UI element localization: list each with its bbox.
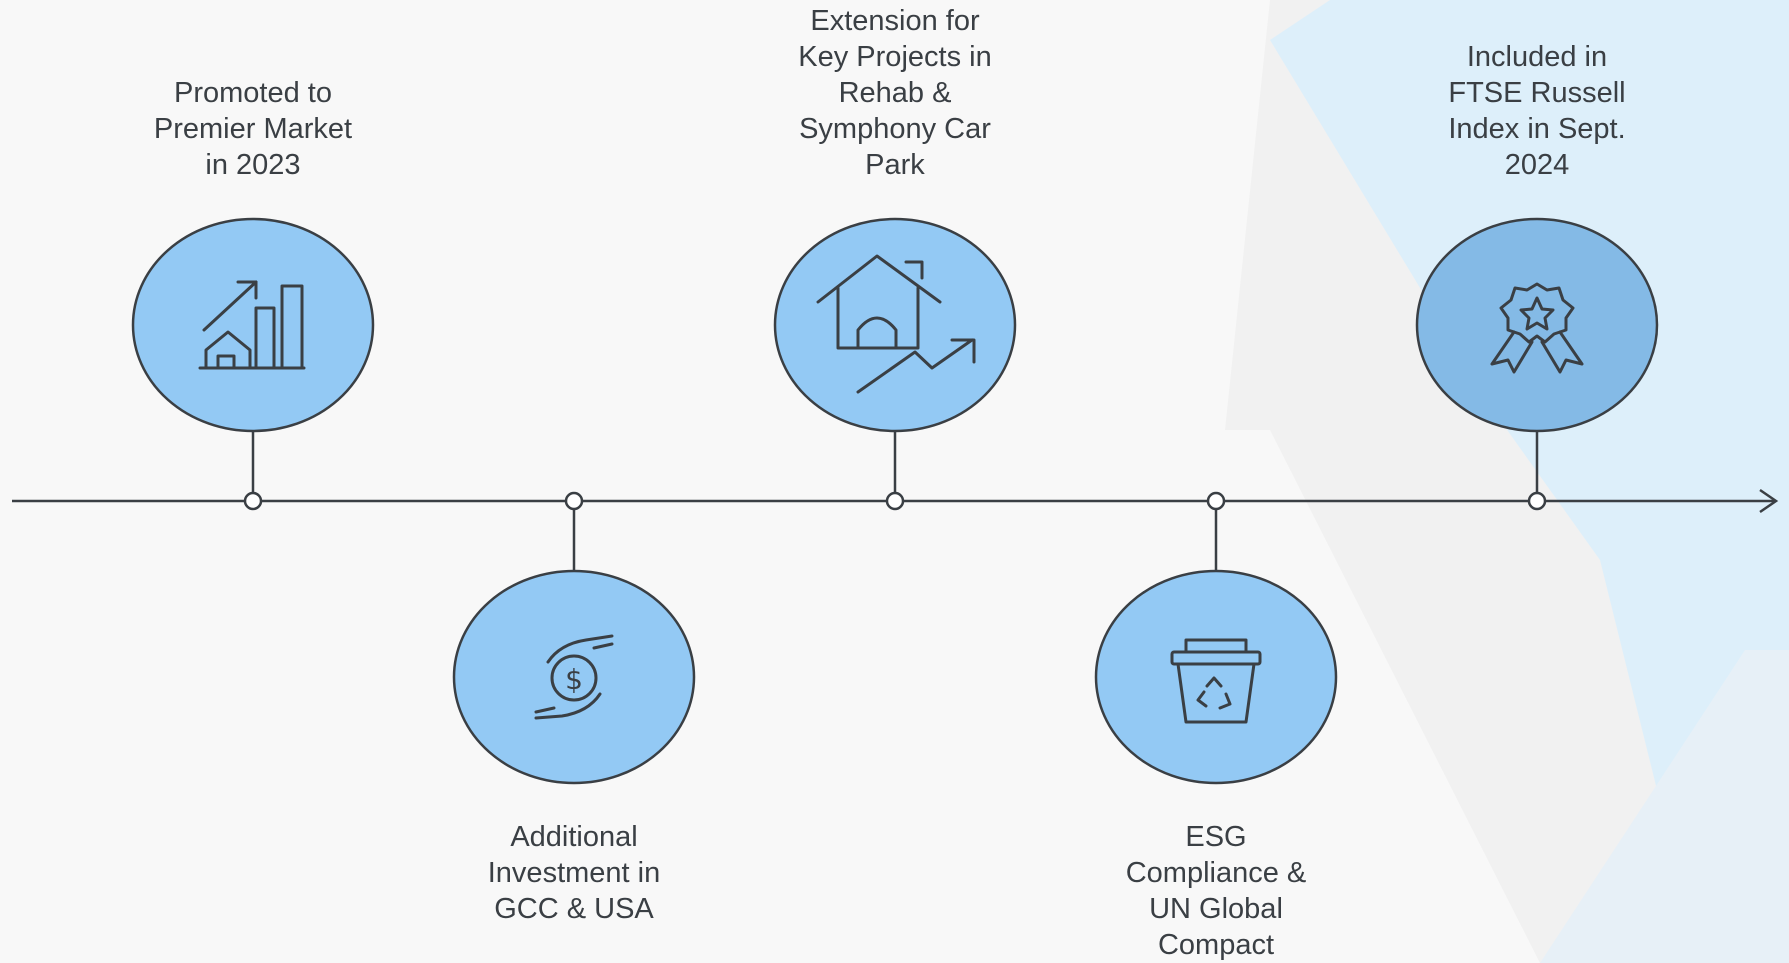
milestone-circle-1 <box>131 217 375 433</box>
recycle-bin-icon <box>1170 638 1262 724</box>
award-badge-icon <box>1490 282 1584 374</box>
bg-shape-light-blue <box>1270 0 1789 963</box>
milestone-label-2: Additional Investment in GCC & USA <box>487 821 661 925</box>
timeline-dot-3 <box>885 491 905 511</box>
milestone-circle-5 <box>1415 217 1659 433</box>
timeline-dot-1 <box>243 491 263 511</box>
house-growth-arrow-icon <box>816 254 976 394</box>
milestone-label-1: Promoted to Premier Market in 2023 <box>153 77 353 181</box>
bg-shape-pale-blue <box>1540 650 1789 963</box>
building-growth-chart-icon <box>198 280 306 370</box>
timeline-dot-5 <box>1527 491 1547 511</box>
timeline-arrowhead <box>1759 488 1779 514</box>
money-in-hand-icon: $ <box>534 634 614 720</box>
svg-text:$: $ <box>565 663 583 696</box>
milestone-circle-2 <box>452 569 696 785</box>
milestone-label-4: ESG Compliance & UN Global Compact <box>1125 821 1307 961</box>
milestone-circle-3 <box>773 217 1017 433</box>
milestone-label-3: Extension for Key Projects in Rehab & Sy… <box>798 5 992 181</box>
milestone-circle-4 <box>1094 569 1338 785</box>
timeline-dot-4 <box>1206 491 1226 511</box>
timeline-dot-2 <box>564 491 584 511</box>
milestone-label-5: Included in FTSE Russell Index in Sept. … <box>1448 41 1626 181</box>
